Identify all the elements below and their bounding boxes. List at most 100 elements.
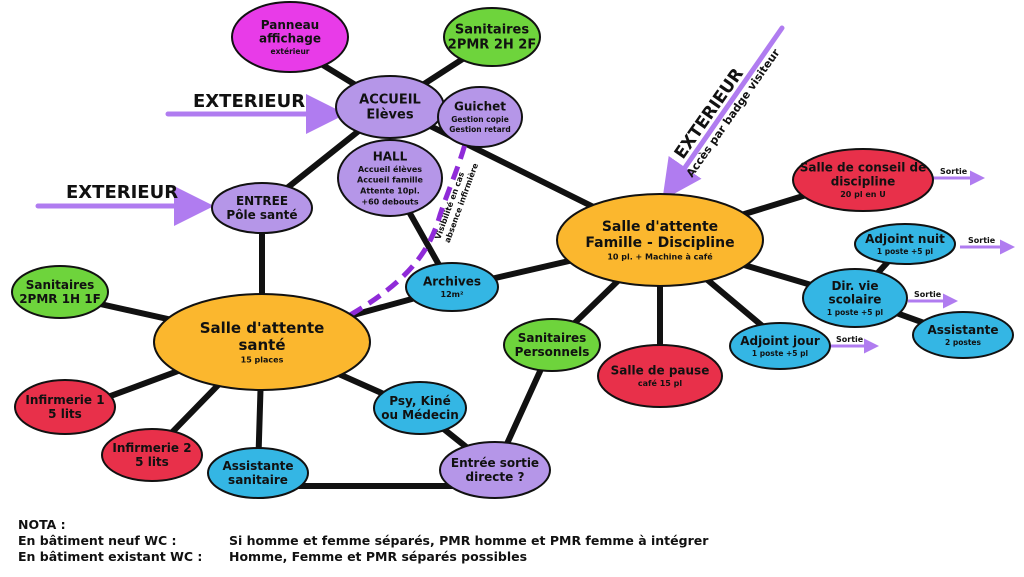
node-label: 5 lits (48, 407, 82, 421)
node-sublabel: 1 poste +5 pl (827, 308, 883, 317)
node-label: Salle d'attente (200, 319, 325, 337)
notes-row-text: Si homme et femme séparés, PMR homme et … (229, 533, 709, 548)
node-label: ENTREE (236, 194, 288, 208)
exterior-label-top-left: EXTERIEUR (193, 91, 305, 112)
node-shape (231, 1, 349, 73)
node-sublabel: 10 pl. + Machine à café (607, 251, 713, 261)
node-label: scolaire (829, 293, 882, 307)
node-sublabel: Gestion copie (451, 115, 509, 124)
node-sublabel: 15 places (241, 355, 284, 364)
node-sublabel: 2 postes (945, 338, 981, 347)
exterior-arrow (662, 25, 785, 201)
node-label: Adjoint nuit (865, 232, 945, 246)
node-shape (792, 148, 934, 212)
node-shape (101, 428, 203, 482)
sortie-label: Sortie (940, 167, 968, 176)
notes-row: En bâtiment existant WC : Homme, Femme e… (18, 549, 708, 565)
node-label: Assistante (927, 323, 998, 337)
notes-block: NOTA : En bâtiment neuf WC : Si homme et… (18, 517, 708, 565)
node-label: Salle d'attente (602, 219, 718, 235)
node-label: Infirmerie 2 (112, 441, 191, 455)
node-sublabel: 1 poste +5 pl (877, 247, 933, 256)
exterior-label-left: EXTERIEUR (66, 182, 178, 203)
node-label: Elèves (366, 108, 413, 123)
notes-row: En bâtiment neuf WC : Si homme et femme … (18, 533, 708, 549)
node-shape (503, 318, 601, 372)
node-label: Psy, Kiné (389, 394, 450, 408)
visibility-dashed-line (348, 131, 471, 318)
node-label: Sanitaires (26, 278, 95, 292)
node-shape (153, 293, 371, 391)
node-sublabel: café 15 pl (638, 378, 682, 388)
node-shape (337, 139, 443, 217)
notes-row-label: En bâtiment existant WC : (18, 549, 203, 564)
node-sublabel: +60 debouts (361, 197, 419, 206)
notes-title: NOTA : (18, 517, 66, 532)
node-label: Infirmerie 1 (25, 393, 104, 407)
node-label: affichage (259, 32, 321, 46)
node-shape (11, 265, 109, 319)
nodes-layer: PanneauaffichageextérieurSanitaires2PMR … (11, 1, 1014, 499)
node-sublabel: extérieur (271, 47, 310, 56)
node-sublabel: Gestion retard (449, 125, 510, 134)
node-label: Guichet (454, 100, 506, 114)
node-shape (373, 381, 467, 435)
node-label: ou Médecin (381, 408, 459, 422)
node-label: Sanitaires (455, 23, 530, 38)
sortie-arrows (830, 170, 1015, 354)
sortie-label: Sortie (836, 335, 864, 344)
node-shape (405, 262, 499, 312)
node-infirmerie2: Infirmerie 25 lits (101, 428, 203, 482)
node-shape (729, 322, 831, 370)
node-shape (211, 182, 313, 234)
node-label: 2PMR 2H 2F (448, 38, 536, 53)
node-shape (437, 86, 523, 148)
node-label: Panneau (261, 18, 319, 32)
node-label: Salle de pause (611, 363, 710, 377)
node-label: HALL (373, 149, 408, 163)
node-label: discipline (831, 174, 896, 188)
node-label: Salle de conseil de (800, 161, 927, 175)
node-shape (439, 441, 551, 499)
node-sublabel: 12m² (441, 290, 464, 299)
node-label: Sanitaires (518, 331, 587, 345)
node-label: Personnels (515, 345, 590, 359)
node-sublabel: 20 pl en U (840, 190, 886, 199)
node-label: 2PMR 1H 1F (19, 292, 101, 306)
node-shape (597, 344, 723, 408)
node-label: Dir. vie (831, 279, 878, 293)
node-shape (802, 268, 908, 328)
node-label: santé (238, 336, 285, 354)
node-shape (854, 223, 956, 265)
sortie-label: Sortie (914, 290, 942, 299)
node-label: Famille - Discipline (585, 235, 734, 251)
node-label: Assistante (222, 459, 293, 473)
node-sublabel: Accueil famille (357, 176, 424, 185)
node-infirmerie1: Infirmerie 15 lits (14, 379, 116, 435)
node-sublabel: Accueil élèves (358, 164, 422, 174)
node-label: ACCUEIL (359, 93, 421, 108)
notes-row-label: En bâtiment neuf WC : (18, 533, 177, 548)
sortie-label: Sortie (968, 236, 996, 245)
node-shape (443, 7, 541, 67)
exterior-arrows (35, 25, 785, 226)
node-shape (912, 311, 1014, 359)
notes-row-text: Homme, Femme et PMR séparés possibles (229, 549, 528, 564)
node-label: Entrée sortie (451, 456, 539, 470)
node-sublabel: 1 poste +5 pl (752, 349, 808, 358)
